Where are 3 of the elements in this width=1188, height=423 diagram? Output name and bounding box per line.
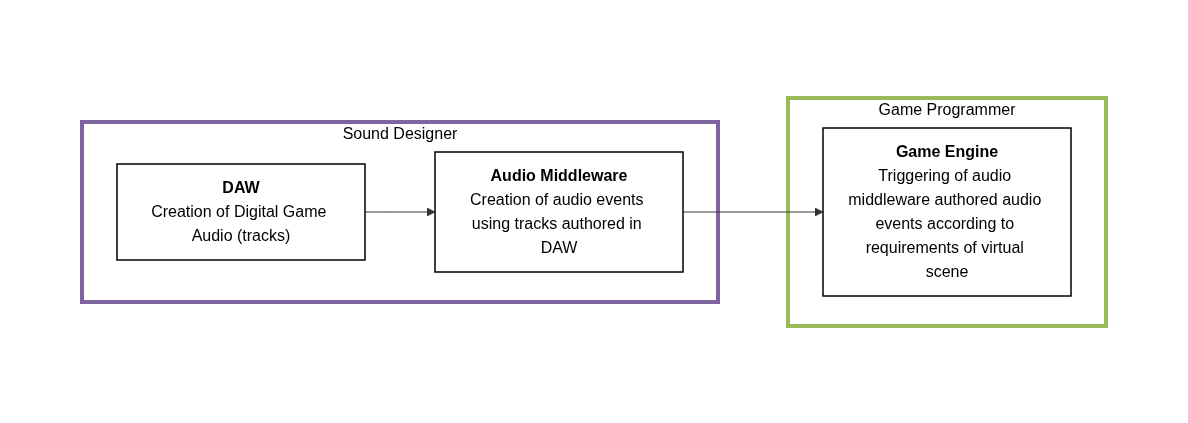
node-box: Audio Middleware Creation of audio events using tracks authored in DAW bbox=[434, 150, 684, 273]
node-box: Game Engine Triggering of audio middleware authored audio events according to requirements of virtual scene bbox=[822, 126, 1072, 297]
node-box: DAW Creation of Digital Game Audio (tracks) bbox=[116, 162, 366, 261]
